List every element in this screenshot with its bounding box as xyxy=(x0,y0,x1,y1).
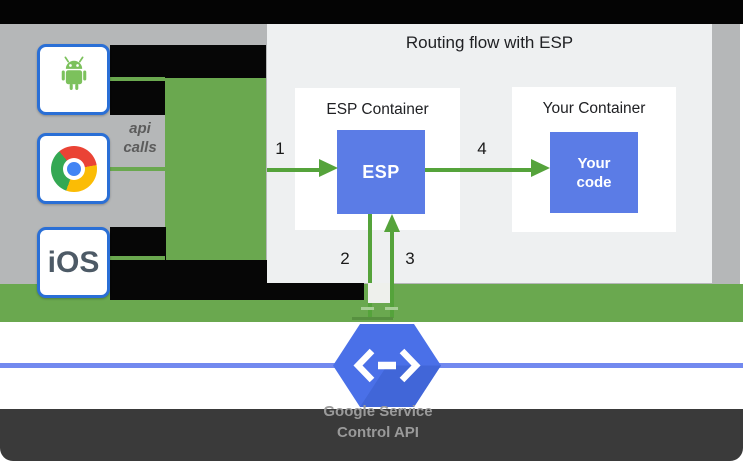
step-4-label: 4 xyxy=(477,139,487,158)
arrow-3-line xyxy=(390,232,394,318)
band-dash-1 xyxy=(361,307,374,310)
arrow-3-head-icon xyxy=(384,214,400,232)
esp-box-label: ESP xyxy=(362,161,400,182)
band-dark-segment xyxy=(352,317,393,320)
panel-gap-between-lines xyxy=(368,283,390,303)
footer-black-band xyxy=(0,409,743,461)
ios-client-box: iOS xyxy=(37,227,110,298)
android-robot-icon xyxy=(51,54,97,105)
annotation-line1: api xyxy=(129,120,151,137)
android-connector-line xyxy=(108,77,165,81)
esp-box: ESP xyxy=(337,130,425,214)
api-calls-annotation: api calls xyxy=(112,119,168,157)
step-3-label: 3 xyxy=(405,249,415,268)
annotation-line2: calls xyxy=(123,139,157,156)
chrome-connector-line xyxy=(108,167,165,171)
your-container-label: Your Container xyxy=(542,100,646,117)
step-2-label: 2 xyxy=(340,249,350,268)
android-client-box xyxy=(37,44,110,115)
arrow-1-head-icon xyxy=(319,159,338,177)
google-cloud-hexagon-code-icon xyxy=(330,321,444,415)
esp-container-label: ESP Container xyxy=(326,101,429,118)
chrome-client-box xyxy=(37,133,110,204)
caption-line1: Google Service xyxy=(323,403,433,420)
your-code-line1: Your xyxy=(577,154,611,172)
ios-label: iOS xyxy=(47,245,100,279)
arrow-1-line xyxy=(267,168,320,172)
step-1-label: 1 xyxy=(275,139,285,158)
panel-title: Routing flow with ESP xyxy=(405,33,574,52)
band-dash-2 xyxy=(385,307,398,310)
service-control-caption: Google Service Control API xyxy=(288,401,468,443)
your-code-line2: code xyxy=(576,173,612,191)
your-code-box: Your code xyxy=(550,132,638,213)
arrow-2-line xyxy=(368,214,372,318)
arrow-4-head-icon xyxy=(531,159,550,177)
chrome-browser-icon xyxy=(50,145,97,192)
arrow-4-line xyxy=(425,168,532,172)
green-routing-bar xyxy=(165,78,266,284)
ios-connector-line xyxy=(108,256,165,260)
caption-line2: Control API xyxy=(337,424,419,441)
top-black-band xyxy=(0,0,743,24)
